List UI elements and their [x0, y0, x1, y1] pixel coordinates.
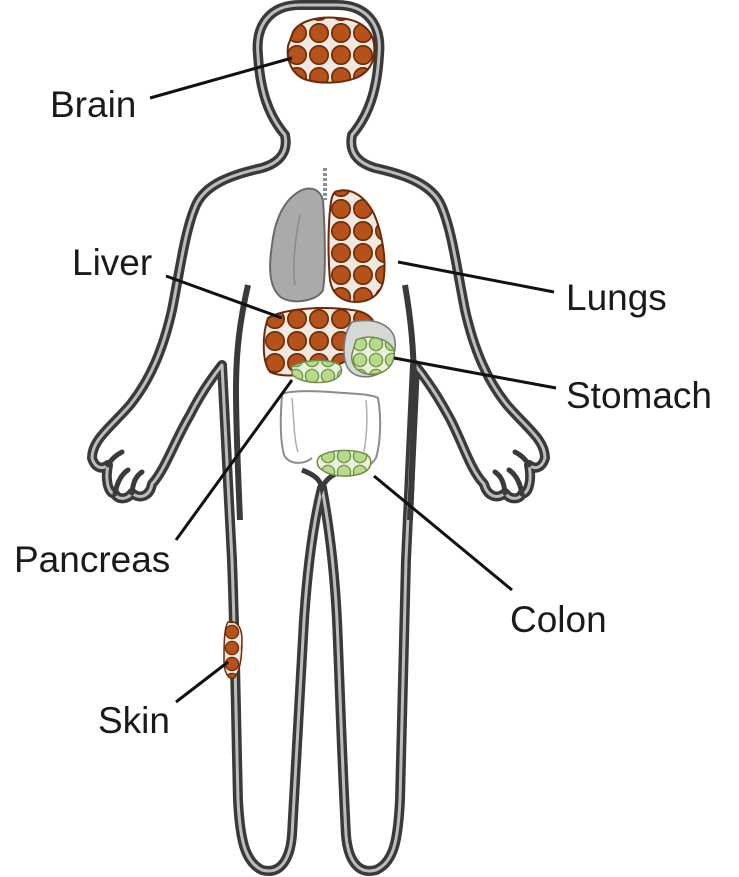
- brain-label: Brain: [50, 84, 136, 125]
- colon-label: Colon: [510, 599, 607, 640]
- skin-leader: [176, 662, 228, 702]
- body-outline: [92, 5, 545, 871]
- stomach-organ: [344, 321, 395, 377]
- pancreas-label: Pancreas: [14, 539, 170, 580]
- stomach-label: Stomach: [566, 375, 712, 416]
- liver-label: Liver: [72, 242, 152, 283]
- pancreas-organ: [292, 360, 342, 382]
- skin-label: Skin: [98, 700, 170, 741]
- skin-tumor: [224, 622, 242, 679]
- lungs-label: Lungs: [566, 277, 667, 318]
- brain-organ: [288, 18, 375, 83]
